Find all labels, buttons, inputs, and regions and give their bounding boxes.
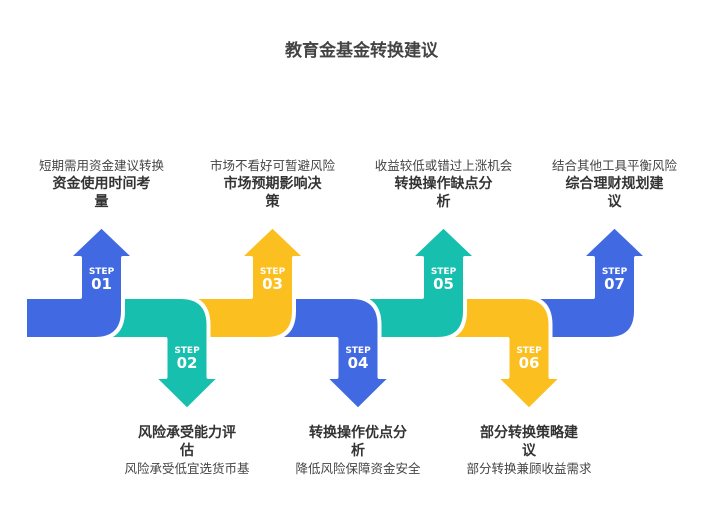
step-caption: 降低风险保障资金安全 [295, 461, 421, 476]
arrow-up-icon [194, 224, 308, 341]
arrow-up-icon [23, 224, 137, 341]
arrow-down-icon [279, 295, 394, 412]
step-text-05: 收益较低或错过上涨机会转换操作缺点分析 [369, 157, 519, 211]
step-label: STEP [260, 267, 286, 277]
arrow-up-icon [536, 224, 650, 341]
step-title: 部分转换策略建议 [480, 425, 578, 459]
step-label: STEP [174, 346, 200, 356]
step-label: STEP [89, 267, 115, 277]
step-title: 市场预期影响决策 [223, 176, 322, 210]
step-label: STEP [602, 267, 628, 277]
step-label: STEP [345, 346, 371, 356]
step-text-02: 风险承受能力评估风险承受低宜选货币基 [112, 424, 262, 478]
step-number: 01 [91, 275, 112, 293]
step-caption: 收益较低或错过上涨机会 [374, 158, 513, 173]
step-text-03: 市场不看好可暂避风险市场预期影响决策 [198, 157, 348, 211]
arrow-down-icon [450, 295, 565, 412]
step-title: 转换操作缺点分析 [394, 176, 493, 210]
step-caption: 部分转换兼顾收益需求 [466, 461, 592, 476]
step-number: 06 [519, 354, 540, 372]
step-caption: 短期需用资金建议转换 [38, 158, 164, 173]
step-number: 02 [177, 354, 198, 372]
step-number: 07 [604, 275, 625, 293]
step-caption: 结合其他工具平衡风险 [551, 158, 677, 173]
step-number: 05 [433, 275, 454, 293]
step-title: 综合理财规划建议 [565, 176, 664, 210]
step-title: 风险承受能力评估 [138, 425, 236, 459]
step-text-04: 转换操作优点分析降低风险保障资金安全 [283, 424, 433, 478]
step-text-07: 结合其他工具平衡风险综合理财规划建议 [540, 157, 690, 211]
step-text-01: 短期需用资金建议转换资金使用时间考量 [27, 157, 177, 211]
step-title: 资金使用时间考量 [52, 176, 151, 210]
step-caption: 市场不看好可暂避风险 [209, 158, 335, 173]
step-text-06: 部分转换策略建议部分转换兼顾收益需求 [454, 424, 604, 478]
step-number: 04 [348, 354, 369, 372]
step-label: STEP [516, 346, 542, 356]
step-label: STEP [431, 267, 457, 277]
step-number: 03 [262, 275, 283, 293]
arrow-down-icon [108, 295, 223, 412]
page-title: 教育金基金转换建议 [285, 41, 438, 61]
step-caption: 风险承受低宜选货币基 [124, 461, 250, 476]
step-title: 转换操作优点分析 [309, 425, 407, 459]
arrow-up-icon [365, 224, 479, 341]
